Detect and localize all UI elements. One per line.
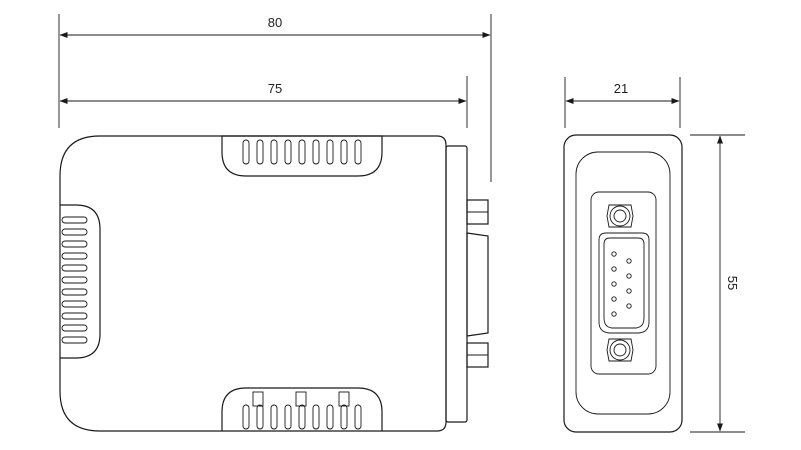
dimension-label-75: 75 (268, 81, 282, 96)
db9-connector-icon (598, 232, 650, 334)
dimension-label-21: 21 (614, 81, 628, 96)
dimension-height: 55 (690, 134, 745, 433)
dimension-width: 21 (564, 77, 681, 128)
dimension-body-length: 75 (59, 76, 468, 128)
dimension-overall-length: 80 (58, 14, 492, 182)
bottom-vent-slots (242, 391, 362, 430)
hex-screw-bottom-icon (606, 338, 634, 362)
left-vent-slots (61, 216, 88, 344)
top-vent-slots (242, 139, 362, 165)
dimension-label-80: 80 (268, 15, 282, 30)
hex-screw-top-icon (606, 204, 634, 228)
dimension-label-55: 55 (725, 276, 740, 290)
side-view-housing (59, 135, 489, 432)
end-view-housing (563, 134, 683, 433)
